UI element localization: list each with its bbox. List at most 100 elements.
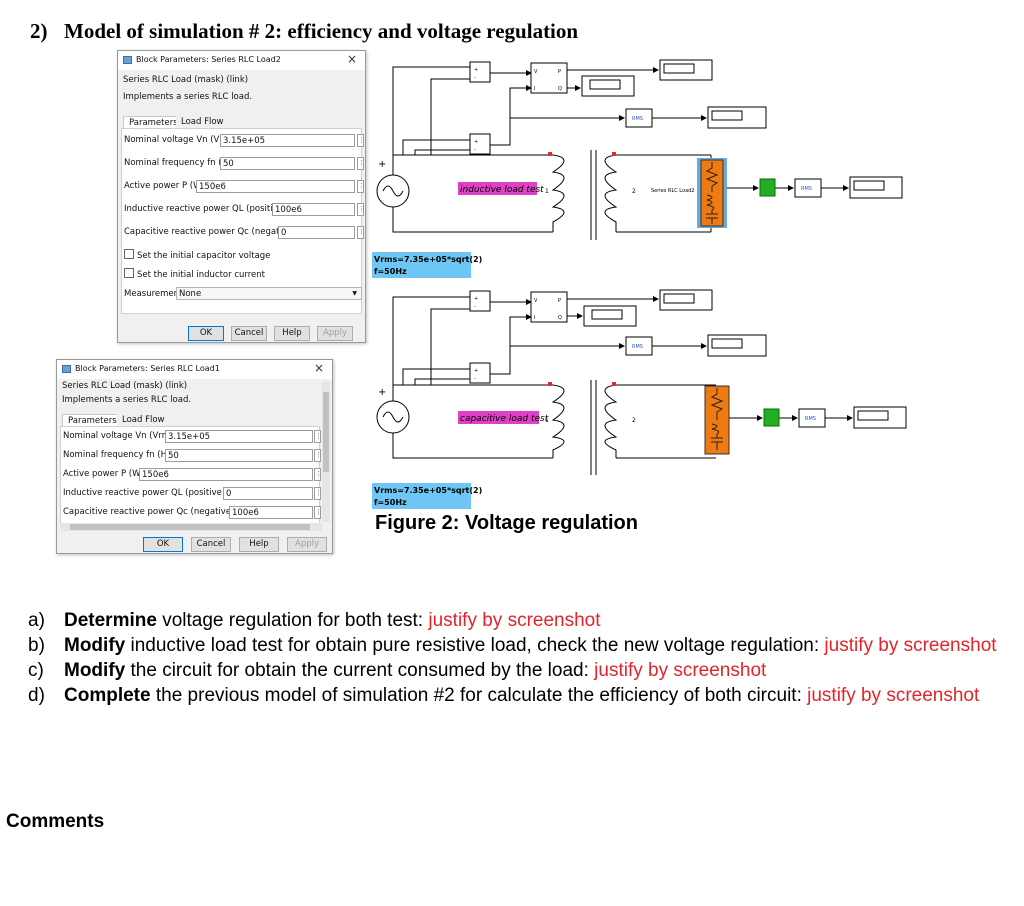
cancel-button[interactable]: Cancel <box>191 537 231 552</box>
dots-icon[interactable]: ⋮ <box>314 449 322 462</box>
help-button[interactable]: Help <box>239 537 279 552</box>
ok-button[interactable]: OK <box>143 537 183 552</box>
section-heading: 2)Model of simulation # 2: efficiency an… <box>30 19 578 44</box>
i-port-label: I <box>534 315 535 321</box>
horizontal-scrollbar[interactable] <box>60 523 322 531</box>
port-2-label: 2 <box>632 417 636 424</box>
nominal-voltage-input[interactable]: 3.15e+05 <box>220 134 355 147</box>
dots-icon[interactable]: ⋮ <box>314 430 322 443</box>
close-icon[interactable]: × <box>313 361 324 375</box>
ok-button[interactable]: OK <box>188 326 224 341</box>
question-letter: d) <box>28 685 45 706</box>
port-1-label: 1 <box>545 417 549 424</box>
block-parameters-dialog-load1: Block Parameters: Series RLC Load1 × Ser… <box>56 359 333 554</box>
current-meter-block[interactable] <box>759 178 776 197</box>
question-letter: c) <box>28 660 44 681</box>
section-number: 2) <box>30 19 48 43</box>
tab-bar: Parameters Load Flow <box>60 414 329 427</box>
sum-block[interactable] <box>469 362 491 384</box>
inductive-reactive-power-input[interactable]: 100e6 <box>272 203 355 216</box>
justify-note: justify by screenshot <box>594 660 767 681</box>
v-port-label: V <box>534 69 538 75</box>
question-text: voltage regulation for both test: <box>156 610 429 631</box>
port-2-label: 2 <box>632 188 636 195</box>
active-power-input[interactable]: 150e6 <box>139 468 313 481</box>
close-icon[interactable]: × <box>346 52 357 66</box>
svg-text:+: + <box>474 139 478 145</box>
dots-icon[interactable]: ⋮ <box>357 157 365 170</box>
current-meter-block[interactable] <box>763 408 780 427</box>
question-a: a)Determine voltage regulation for both … <box>28 608 1020 633</box>
question-list: a)Determine voltage regulation for both … <box>28 608 1020 708</box>
active-power-input[interactable]: 150e6 <box>196 180 355 193</box>
help-button[interactable]: Help <box>274 326 310 341</box>
question-text: the previous model of simulation #2 for … <box>150 685 808 706</box>
dots-icon[interactable]: ⋮ <box>314 487 322 500</box>
question-verb: Determine <box>64 610 157 631</box>
dialog-title-bar[interactable]: Block Parameters: Series RLC Load1 × <box>57 360 332 379</box>
apply-button[interactable]: Apply <box>317 326 353 341</box>
source-params-line2: f=50Hz <box>374 267 407 276</box>
initial-capacitor-voltage-checkbox[interactable]: Set the initial capacitor voltage <box>124 249 270 261</box>
dots-icon[interactable]: ⋮ <box>357 226 365 239</box>
display-value <box>591 309 623 320</box>
field-label: Nominal frequency fn (Hz): <box>124 158 239 168</box>
measurements-label: Measurements <box>124 289 187 299</box>
justify-note: justify by screenshot <box>807 685 980 706</box>
simulink-app-icon <box>123 56 132 64</box>
initial-inductor-current-checkbox[interactable]: Set the initial inductor current <box>124 268 265 280</box>
tab-load-flow[interactable]: Load Flow <box>117 414 170 426</box>
tab-load-flow[interactable]: Load Flow <box>176 116 229 128</box>
p-port-label: P <box>558 69 561 75</box>
transformer-icon[interactable] <box>551 380 618 475</box>
dots-icon[interactable]: ⋮ <box>314 506 322 519</box>
bottom-circuit <box>392 296 853 459</box>
inductive-load-test-label[interactable]: inductive load test <box>460 185 544 195</box>
parameters-panel: Nominal voltage Vn (Vrms): 3.15e+05 ⋮ No… <box>60 426 322 530</box>
dialog-title-bar[interactable]: Block Parameters: Series RLC Load2 × <box>118 51 365 70</box>
sum-block[interactable] <box>469 61 491 83</box>
question-text: the circuit for obtain the current consu… <box>125 660 595 681</box>
rms-block[interactable] <box>794 178 822 198</box>
inductive-reactive-power-input[interactable]: 0 <box>223 487 313 500</box>
display-value <box>711 338 743 349</box>
measurements-select[interactable]: None▼ <box>176 287 362 300</box>
capacitive-reactive-power-input[interactable]: 100e6 <box>229 506 313 519</box>
field-label: Nominal frequency fn (Hz): <box>63 450 178 460</box>
nominal-voltage-input[interactable]: 3.15e+05 <box>165 430 313 443</box>
rms-block[interactable] <box>625 336 653 356</box>
question-c: c) Modify the circuit for obtain the curr… <box>28 658 1020 683</box>
parameters-panel: Nominal voltage Vn (Vrms): 3.15e+05 ⋮ No… <box>121 128 365 314</box>
apply-button[interactable]: Apply <box>287 537 327 552</box>
vertical-scrollbar[interactable] <box>322 382 330 522</box>
field-label: Capacitive reactive power Qc (negative v… <box>124 227 315 237</box>
nominal-frequency-input[interactable]: 50 <box>165 449 313 462</box>
dots-icon[interactable]: ⋮ <box>357 134 365 147</box>
capacitive-load-test-label[interactable]: capacitive load test <box>460 414 549 424</box>
checkbox-label: Set the initial inductor current <box>137 270 265 280</box>
display-value <box>853 180 885 191</box>
transformer-icon[interactable] <box>551 150 618 240</box>
nominal-frequency-input[interactable]: 50 <box>220 157 355 170</box>
dots-icon[interactable]: ⋮ <box>314 468 322 481</box>
rms-block[interactable] <box>625 108 653 128</box>
sum-block[interactable] <box>469 133 491 155</box>
series-rlc-load2-block[interactable] <box>700 159 724 227</box>
capacitive-reactive-power-input[interactable]: 0 <box>278 226 355 239</box>
dots-icon[interactable]: ⋮ <box>357 203 365 216</box>
display-value <box>589 79 621 90</box>
cancel-button[interactable]: Cancel <box>231 326 267 341</box>
power-measurement-block[interactable] <box>530 291 568 323</box>
block-parameters-dialog-load2: Block Parameters: Series RLC Load2 × Ser… <box>117 50 366 343</box>
display-value <box>663 293 695 304</box>
question-verb: Modify <box>64 660 126 681</box>
dots-icon[interactable]: ⋮ <box>357 180 365 193</box>
rms-label: RMS <box>801 186 812 192</box>
rms-block[interactable] <box>798 408 826 428</box>
field-label: Active power P (W): <box>63 469 147 479</box>
power-measurement-block[interactable] <box>530 62 568 94</box>
sum-block[interactable] <box>469 290 491 312</box>
display-value <box>711 110 743 121</box>
tab-bar: Parameters Load Flow <box>121 116 362 129</box>
i-port-label: I <box>534 86 535 92</box>
